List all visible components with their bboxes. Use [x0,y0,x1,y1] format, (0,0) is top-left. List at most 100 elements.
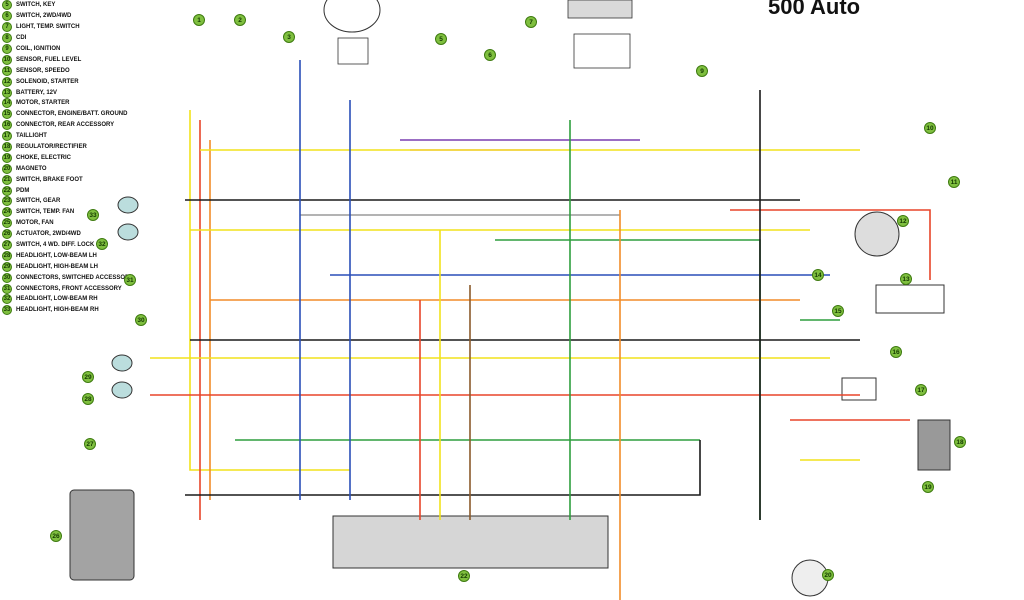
legend-item: 23 SWITCH, GEAR [2,196,152,207]
legend-label: CONNECTORS, FRONT ACCESSORY [16,285,122,292]
legend-number: 21 [2,174,12,185]
wire-yellow [189,110,350,471]
legend-item: 16 CONNECTOR, REAR ACCESSORY [2,120,152,131]
legend-number: 6 [2,11,12,22]
callout-31: 31 [124,274,136,286]
legend-number: 7 [2,22,12,33]
legend-item: 24 SWITCH, TEMP. FAN [2,207,152,218]
legend-number: 22 [2,185,12,196]
legend-label: SENSOR, SPEEDO [16,67,70,74]
legend-item: 8 CDI [2,33,152,44]
callout-13: 13 [900,273,912,285]
legend-label: CDI [16,35,27,42]
speedometer-gauge [323,0,381,33]
callout-20: 20 [822,569,834,581]
legend-label: REGULATOR/RECTIFIER [16,144,87,151]
legend-number: 18 [2,142,12,153]
legend-number: 11 [2,65,12,76]
legend-number: 24 [2,207,12,218]
callout-6: 6 [484,49,496,61]
legend-label: HEADLIGHT, LOW-BEAM RH [16,296,98,303]
callout-3: 3 [283,31,295,43]
legend-label: HEADLIGHT, HIGH-BEAM LH [16,263,98,270]
legend-number: 28 [2,250,12,261]
callout-30: 30 [135,314,147,326]
legend-number: 31 [2,283,12,294]
legend-label: SWITCH, GEAR [16,198,61,205]
legend-label: SWITCH, KEY [16,2,56,9]
legend-item: 32 HEADLIGHT, LOW-BEAM RH [2,294,152,305]
legend-number: 25 [2,218,12,229]
legend-number: 8 [2,33,12,44]
headlight-low-rh [117,223,139,241]
callout-17: 17 [915,384,927,396]
legend-label: MOTOR, FAN [16,220,54,227]
legend-item: 14 MOTOR, STARTER [2,98,152,109]
legend-number: 12 [2,76,12,87]
legend-label: LIGHT, TEMP. SWITCH [16,24,80,31]
legend-number: 15 [2,109,12,120]
legend-item: 28 HEADLIGHT, LOW-BEAM LH [2,250,152,261]
legend-label: SWITCH, 2WD/4WD [16,13,72,20]
callout-1: 1 [193,14,205,26]
headlight-low-lh [111,381,133,399]
legend-label: CONNECTOR, ENGINE/BATT. GROUND [16,111,128,118]
legend-number: 30 [2,272,12,283]
callout-11: 11 [948,176,960,188]
legend-number: 14 [2,98,12,109]
callout-22: 22 [458,570,470,582]
callout-9: 9 [696,65,708,77]
gauge-connector [337,37,369,65]
legend-label: SENSOR, FUEL LEVEL [16,56,82,63]
callout-2: 2 [234,14,246,26]
pdm-module [332,515,609,569]
callout-7: 7 [525,16,537,28]
taillight [841,377,877,401]
wire-green [495,239,761,520]
callout-10: 10 [924,122,936,134]
legend-number: 29 [2,261,12,272]
legend-item: 7 LIGHT, TEMP. SWITCH [2,22,152,33]
wire-red [730,209,931,280]
legend-label: HEADLIGHT, HIGH-BEAM RH [16,307,99,314]
legend-item: 29 HEADLIGHT, HIGH-BEAM LH [2,261,152,272]
legend-label: SWITCH, TEMP. FAN [16,209,75,216]
legend-number: 17 [2,131,12,142]
battery [875,284,945,314]
callout-29: 29 [82,371,94,383]
callout-14: 14 [812,269,824,281]
actuator-2wd-4wd [69,489,135,581]
legend-label: ACTUATOR, 2WD/4WD [16,231,81,238]
legend-label: CONNECTOR, REAR ACCESSORY [16,122,115,129]
legend-label: SWITCH, BRAKE FOOT [16,176,83,183]
legend-number: 13 [2,87,12,98]
legend-number: 27 [2,240,12,251]
legend-number: 23 [2,196,12,207]
legend-label: MOTOR, STARTER [16,100,70,107]
legend-number: 32 [2,294,12,305]
legend-item: 6 SWITCH, 2WD/4WD [2,11,152,22]
legend-label: HEADLIGHT, LOW-BEAM LH [16,252,97,259]
legend-label: CONNECTORS, SWITCHED ACCESSORY [16,274,134,281]
callout-19: 19 [922,481,934,493]
legend-number: 16 [2,120,12,131]
callout-28: 28 [82,393,94,405]
headlight-high-rh [117,196,139,214]
callout-16: 16 [890,346,902,358]
legend-item: 31 CONNECTORS, FRONT ACCESSORY [2,283,152,294]
wire-group [150,60,931,600]
legend-label: MAGNETO [16,165,47,172]
callout-12: 12 [897,215,909,227]
